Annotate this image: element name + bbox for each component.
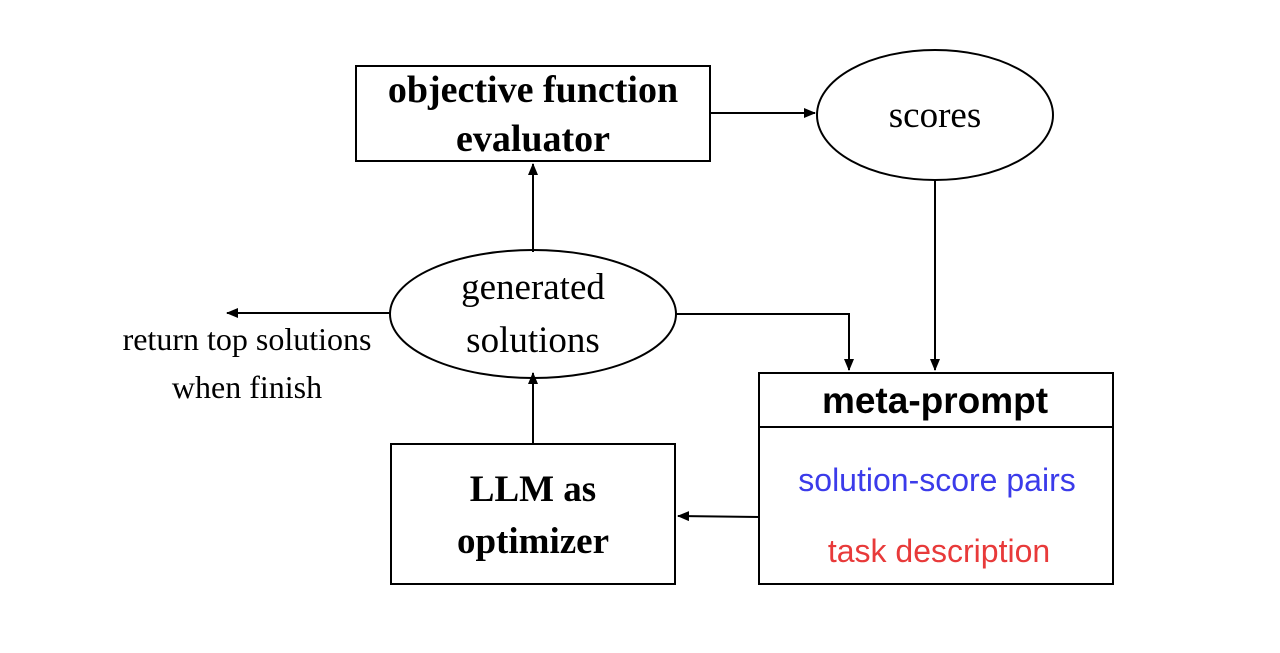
evaluator-label-line1: objective function — [388, 69, 678, 111]
arrow-generated-to-meta-prompt — [676, 313, 854, 371]
solution-score-pairs-label: solution-score pairs — [798, 462, 1075, 498]
generated-solutions-label-line1: generated — [461, 267, 605, 308]
evaluator-box — [355, 65, 711, 162]
meta-prompt-box — [758, 372, 1114, 585]
llm-optimizer-node: LLM as optimizer — [390, 443, 676, 585]
evaluator-node: objective function evaluator — [355, 65, 711, 162]
meta-prompt-title: meta-prompt — [822, 380, 1048, 421]
llm-optimizer-label-line2: optimizer — [457, 521, 609, 562]
return-label-line1: return top solutions — [123, 321, 372, 357]
evaluator-label-line2: evaluator — [456, 118, 610, 160]
task-description-label: task description — [828, 533, 1050, 569]
generated-solutions-node: generated solutions — [389, 249, 677, 379]
meta-prompt-node: meta-prompt solution-score pairs task de… — [758, 372, 1114, 585]
scores-label: scores — [889, 95, 981, 136]
return-label-line2: when finish — [172, 369, 322, 405]
arrow-meta-prompt-to-llm — [677, 511, 760, 522]
generated-solutions-label-line2: solutions — [466, 320, 600, 361]
scores-node: scores — [816, 49, 1054, 181]
llm-optimizer-label-line1: LLM as — [470, 469, 596, 510]
llm-optimizer-box — [390, 443, 676, 585]
return-label: return top solutions when finish — [123, 321, 372, 405]
